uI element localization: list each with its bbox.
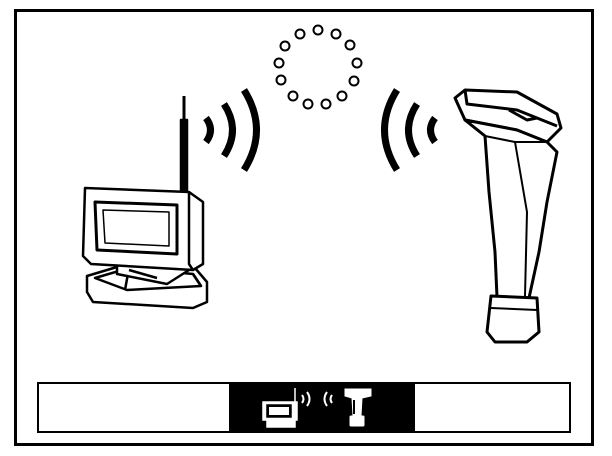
device-screen: [14, 9, 594, 446]
signal-waves-right-icon: [206, 90, 257, 170]
mini-locator-icon: [345, 389, 371, 426]
pairing-icon: [229, 384, 415, 431]
searching-spinner: [275, 26, 362, 109]
locator-icon: [455, 90, 561, 342]
mini-transmitter-icon: [263, 388, 297, 427]
transmitter-icon: [83, 96, 207, 308]
pairing-scene: [17, 12, 591, 443]
pairing-status-tile: [229, 384, 415, 431]
signal-waves-left-icon: [385, 90, 436, 170]
status-bar: [37, 382, 571, 433]
mini-waves-icon: [302, 392, 332, 406]
